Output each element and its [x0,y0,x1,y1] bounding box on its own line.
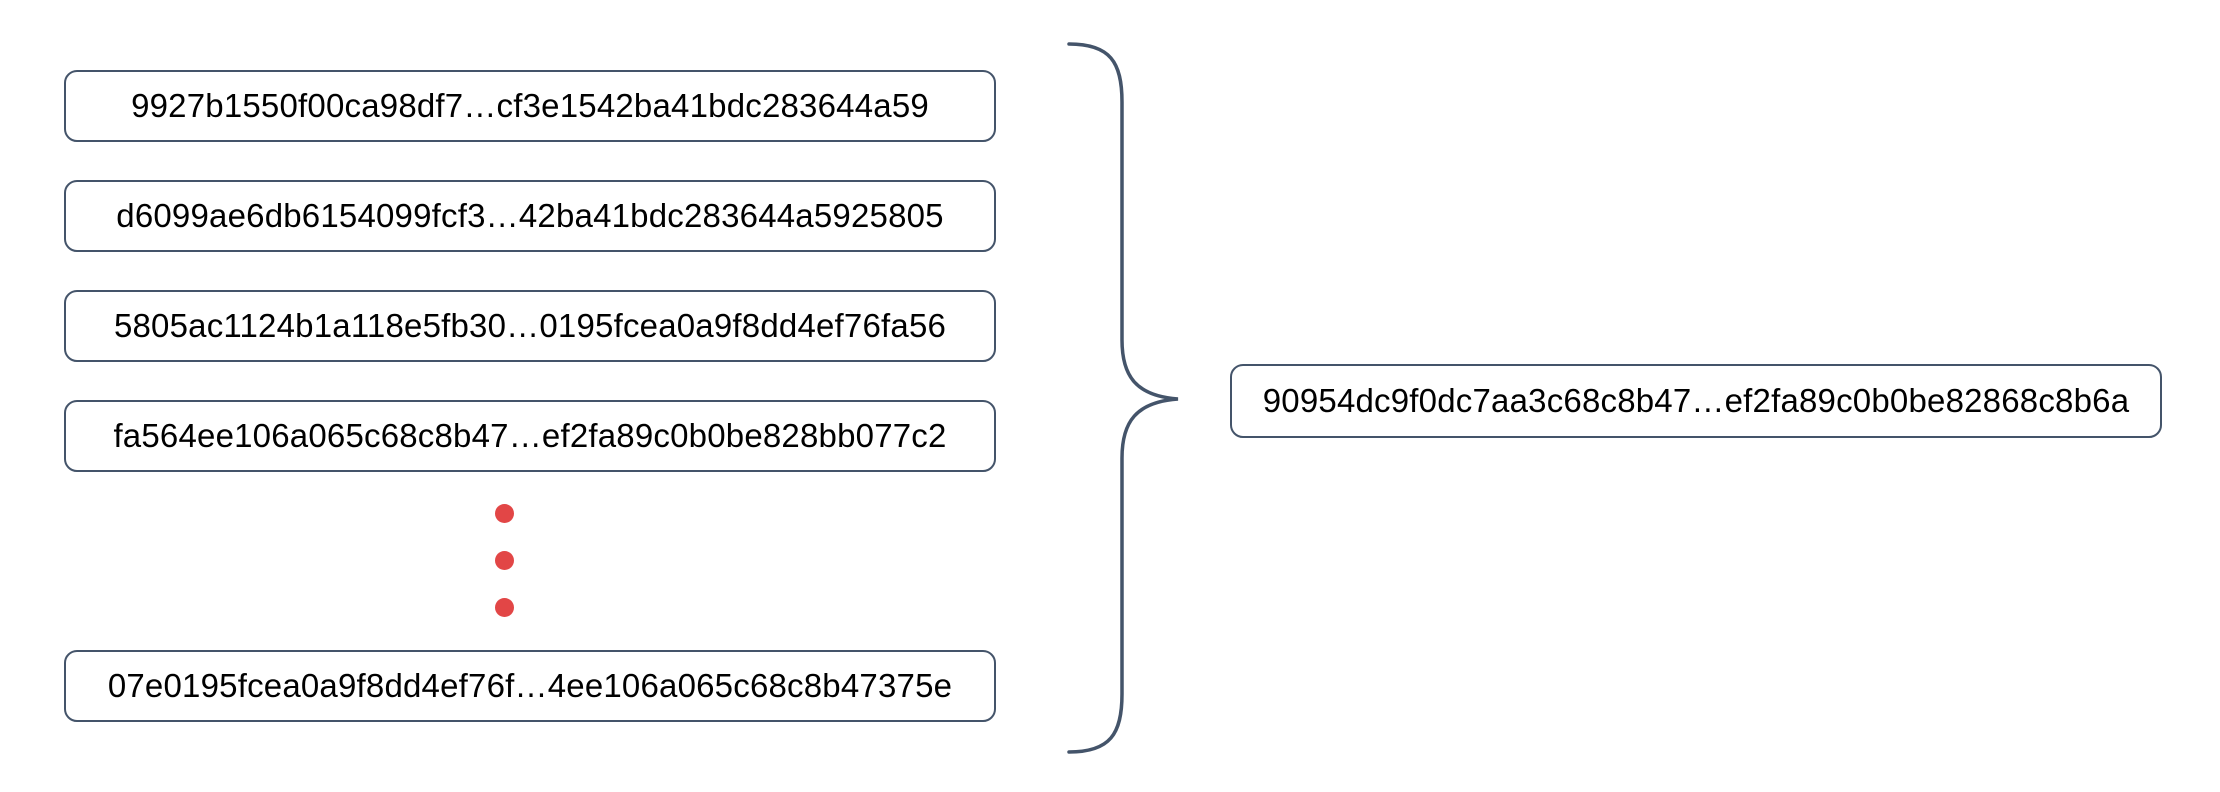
ellipsis-dot [495,551,514,570]
output-hash-text: 90954dc9f0dc7aa3c68c8b47…ef2fa89c0b0be82… [1262,382,2130,419]
input-hash-box-5: 07e0195fcea0a9f8dd4ef76f…4ee106a065c68c8… [64,650,996,722]
input-hash-box-1: 9927b1550f00ca98df7…cf3e1542ba41bdc28364… [64,70,996,142]
ellipsis-dot [495,598,514,617]
input-hash-box-2: d6099ae6db6154099fcf3…42ba41bdc283644a59… [64,180,996,252]
input-hash-text: fa564ee106a065c68c8b47…ef2fa89c0b0be828b… [113,417,947,454]
input-hash-box-4: fa564ee106a065c68c8b47…ef2fa89c0b0be828b… [64,400,996,472]
input-hash-text: 9927b1550f00ca98df7…cf3e1542ba41bdc28364… [131,87,929,124]
input-hash-box-3: 5805ac1124b1a118e5fb30…0195fcea0a9f8dd4e… [64,290,996,362]
input-hash-text: d6099ae6db6154099fcf3…42ba41bdc283644a59… [116,197,944,234]
input-hash-text: 5805ac1124b1a118e5fb30…0195fcea0a9f8dd4e… [113,307,947,344]
ellipsis-dot [495,504,514,523]
output-hash-box: 90954dc9f0dc7aa3c68c8b47…ef2fa89c0b0be82… [1230,364,2162,438]
input-hash-text: 07e0195fcea0a9f8dd4ef76f…4ee106a065c68c8… [107,667,953,704]
